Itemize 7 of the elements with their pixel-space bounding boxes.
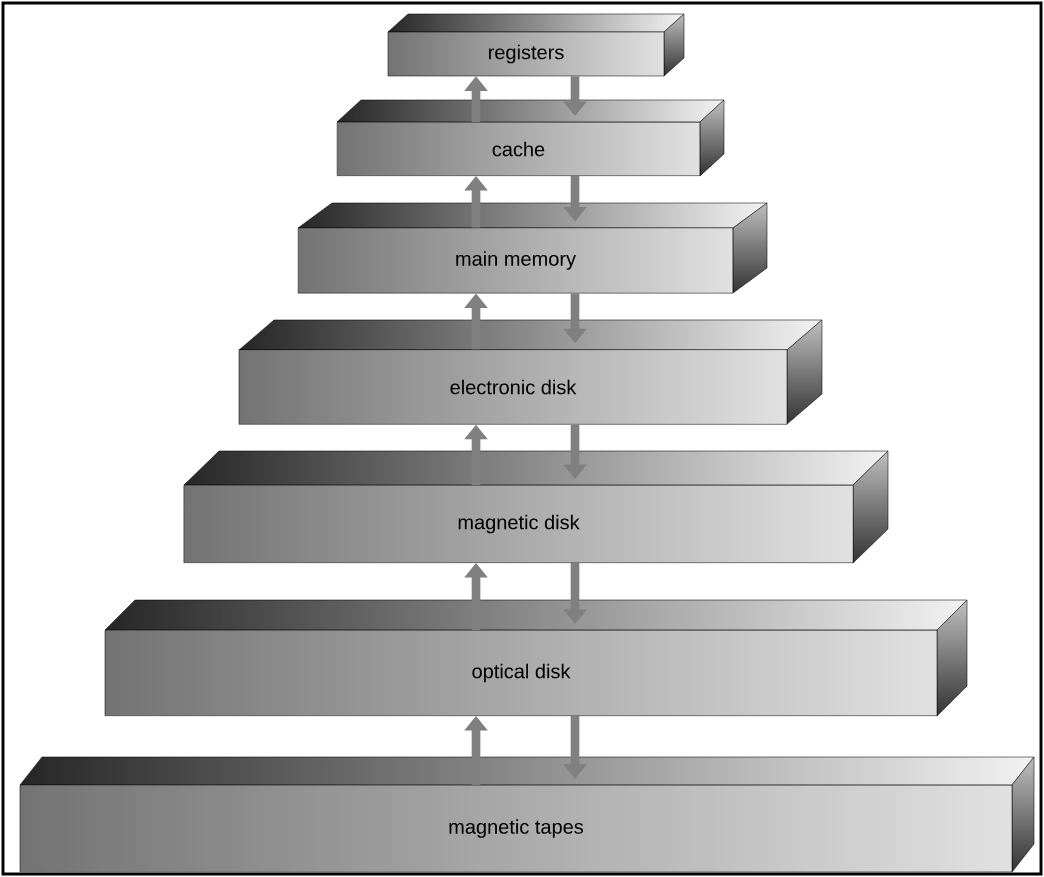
slab-box: optical disk [104,599,968,717]
slab-box: main memory [297,202,768,294]
slab-box: cache [336,99,725,177]
slab-box: registers [387,13,685,77]
slab-box: magnetic tapes [19,756,1035,873]
slab-box: electronic disk [238,319,823,425]
slab-box: magnetic disk [183,450,889,564]
